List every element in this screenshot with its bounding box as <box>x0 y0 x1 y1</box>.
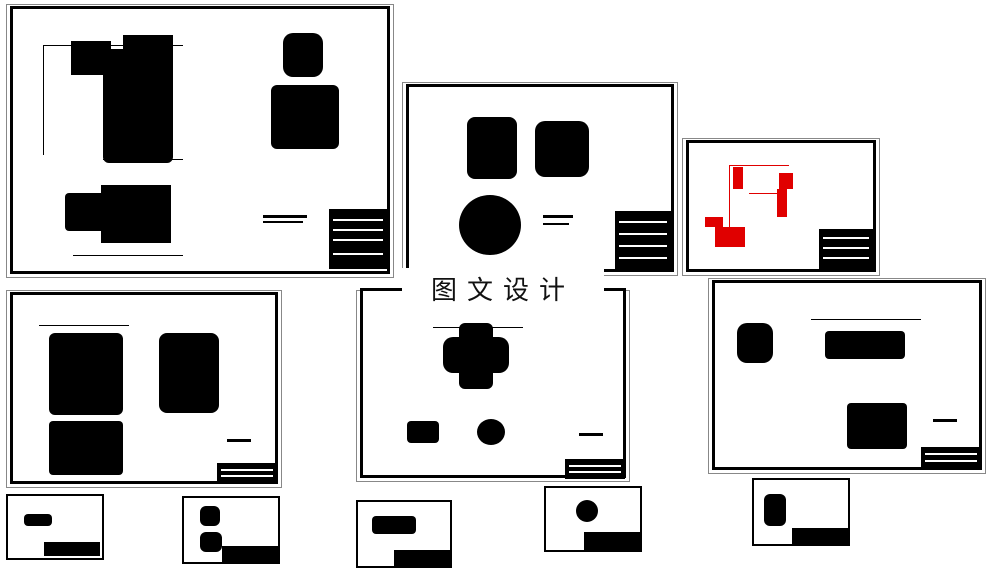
part-front-view <box>49 333 123 415</box>
sheet-part-drawing-5 <box>360 288 626 479</box>
part-front-view <box>467 117 517 179</box>
thumbnail-sheet-4 <box>544 486 642 552</box>
notes-text <box>579 433 603 436</box>
part-front-view <box>825 331 905 359</box>
title-block <box>584 532 640 550</box>
part-end-view <box>737 323 773 363</box>
thumbnail-sheet-1 <box>6 494 104 560</box>
section-view-body <box>103 49 173 163</box>
dim-line <box>73 255 183 256</box>
sheet-hydraulic-schematic <box>686 140 876 272</box>
section-view-top <box>123 35 173 63</box>
title-block <box>819 229 873 269</box>
sheet-part-drawing-4 <box>10 292 278 484</box>
dim-line <box>43 45 183 46</box>
notes-text <box>227 439 251 442</box>
thumbnail-sheet-2 <box>182 496 280 564</box>
thumbnail-sheet-5 <box>752 478 850 546</box>
title-block <box>565 459 625 479</box>
sheet-part-drawing-2 <box>406 84 674 272</box>
part-view <box>372 516 416 534</box>
watermark: 图文设计 <box>402 268 604 308</box>
sheet-assembly-drawing <box>10 6 390 274</box>
pipe-line <box>749 193 779 194</box>
title-block <box>921 447 981 469</box>
part-side-view <box>535 121 589 177</box>
valve-symbol <box>733 167 743 189</box>
dim-line <box>433 327 523 328</box>
side-view <box>283 33 323 77</box>
valve-symbol <box>779 173 793 189</box>
plan-view-flange <box>101 185 171 243</box>
thumbnail-sheet-3 <box>356 500 452 568</box>
part-view <box>24 514 52 526</box>
part-detail <box>459 323 493 389</box>
title-block <box>217 463 277 483</box>
title-block <box>329 209 387 269</box>
notes-text <box>263 221 303 223</box>
sheet-part-drawing-6 <box>712 280 982 470</box>
manifold-symbol <box>715 227 745 247</box>
dim-line <box>43 45 44 155</box>
pump-symbol <box>705 217 723 227</box>
title-block <box>792 528 848 544</box>
part-top-view <box>459 195 521 255</box>
title-block <box>615 211 671 269</box>
pipe-line <box>729 165 789 166</box>
part-side-view <box>159 333 219 413</box>
title-block <box>222 546 278 562</box>
pipe-line <box>729 165 730 245</box>
dim-line <box>103 159 183 160</box>
dim-line <box>39 325 129 326</box>
cylinder-symbol <box>777 189 787 217</box>
part-view <box>576 500 598 522</box>
part-top-view <box>847 403 907 449</box>
part-view <box>200 532 222 552</box>
side-view-base <box>271 85 339 149</box>
notes-text <box>543 223 569 225</box>
section-view-a <box>407 421 439 443</box>
part-view <box>200 506 220 526</box>
notes-text <box>263 215 307 218</box>
dim-line <box>811 319 921 320</box>
section-view-b <box>477 419 505 445</box>
watermark-text: 图文设计 <box>430 275 575 306</box>
title-block <box>44 542 100 556</box>
part-top-view <box>49 421 123 475</box>
part-view <box>764 494 786 526</box>
notes-text <box>543 215 573 218</box>
title-block <box>394 550 450 566</box>
notes-text <box>933 419 957 422</box>
